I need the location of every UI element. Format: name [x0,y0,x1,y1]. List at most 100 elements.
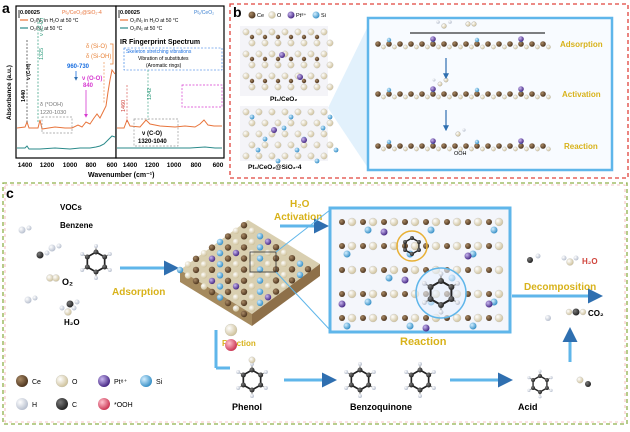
si-atom [249,114,255,120]
catalyst-atom [240,299,248,307]
o-atom [389,241,399,251]
o-atom [287,39,295,47]
panel-c-inner-red [4,184,626,423]
o-atom [494,217,504,227]
h-atom [371,370,376,374]
o-atom [452,313,462,323]
pt-atom [271,127,277,133]
c-atom [531,386,536,390]
catalyst-atom [248,227,256,234]
c-atom [426,382,432,388]
catalyst-atom [200,250,208,257]
si-atom [333,147,339,153]
si-atom [474,139,480,145]
o-atom [347,217,357,227]
ce-atom [529,91,535,97]
catalyst-atom [240,255,248,262]
spectrum-right-h2o [117,118,222,129]
catalyst-atom [232,238,240,246]
catalyst-atom [232,272,240,279]
catalyst-atom [248,305,256,312]
tick-right-600: 600 [213,162,224,169]
o-atom [268,72,276,80]
label-acid: Acid [518,402,538,412]
pt-atom [422,324,430,332]
ce-atom [402,315,408,321]
h2o-h2 [71,305,77,311]
h-atom [421,300,427,305]
c-atom [240,372,246,378]
ce-atom [275,56,281,62]
o-atom [473,313,483,323]
o-atom [524,146,529,152]
o-atom [268,50,276,58]
catalyst-atom [224,266,232,273]
o-atom [307,152,315,160]
tick-right-1000: 1000 [167,162,182,169]
c-atom [417,367,423,373]
ce-atom [288,78,294,84]
prod-small-2 [535,253,541,259]
h2o-o [64,308,72,316]
label-adsorption: Adsorption [112,287,165,298]
o-atom [307,130,315,138]
o-atom [473,217,483,227]
ce-atom [375,91,381,97]
h-atom [107,252,112,256]
catalyst-atom [280,282,288,290]
catalyst-atom [208,255,216,262]
o-atom [347,265,357,275]
ce-atom [518,41,524,47]
legend-c-ce-label: Ce [32,379,41,386]
ce-atom [386,91,392,97]
o-atom [242,152,250,160]
o-atom [313,39,321,47]
legend-c-pt [98,375,110,387]
legend-b-o-label: O [277,13,282,19]
si-atom [386,37,392,43]
h2o-h1 [59,305,65,311]
mechanism-rows [375,36,551,152]
o-atom [274,39,282,47]
ce-atom [463,143,469,149]
ir-line-1: Skeleton stretching vibrations [126,49,192,55]
scale-right: 0.00025 [120,10,140,16]
y-axis-label: Absorbance (a.u.) [6,65,13,120]
o-atom [389,217,399,227]
c-atom [417,387,423,393]
catalyst-atom [256,266,264,273]
legend-right-1: O₂/N₂ in H₂O at 50 °C [130,18,179,24]
h-atom [358,394,362,398]
o-atom [320,108,328,116]
o-atom [274,61,282,69]
lattice-pt1-ceo2-sio2 [240,106,339,164]
catalyst-atom [208,288,216,296]
o-atom [248,39,256,47]
label-h2o-product: H₂O [582,257,598,266]
catalyst-atom [256,255,264,262]
box-1320 [133,118,179,147]
c-atom [448,284,455,290]
ce-atom [301,56,307,62]
prod-co2-c [572,308,580,316]
h-atom [344,386,349,390]
catalyst-atom [192,266,200,274]
o-atom [320,72,328,80]
ce-atom [249,78,255,84]
h-atom [80,252,85,256]
o-atom [381,44,386,50]
h-atom [107,268,112,272]
o-atom [248,61,256,69]
o-atom [313,61,321,69]
c-atom [427,284,434,290]
catalyst-atom [232,249,240,257]
c-atom [357,387,363,393]
o-atom [242,108,250,116]
ce-atom [444,219,450,225]
h-atom [358,362,362,366]
ce-atom [419,91,425,97]
o-atom [447,94,452,100]
o-atom [410,217,420,227]
ce-atom [314,34,320,40]
reaction-o-atom [224,323,238,337]
